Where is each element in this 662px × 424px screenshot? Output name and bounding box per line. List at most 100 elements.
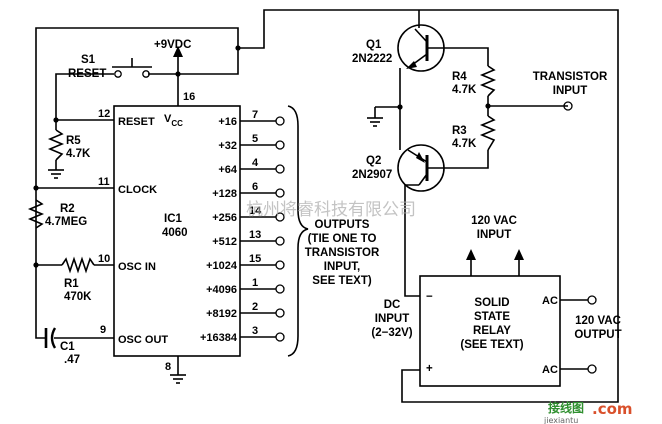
ic-output-name: +4096 <box>206 284 237 296</box>
ic-output-name: +1024 <box>206 260 238 272</box>
output-terminal <box>275 212 285 222</box>
svg-text:STATE: STATE <box>474 311 510 323</box>
output-terminal <box>275 116 285 126</box>
ic-pin-number: 7 <box>252 109 258 121</box>
svg-text:INPUT,: INPUT, <box>324 261 360 273</box>
svg-text:SEE TEXT): SEE TEXT) <box>312 275 372 287</box>
ground-symbol-r5 <box>48 169 64 179</box>
transistor-q1 <box>397 24 445 72</box>
supply-label: +9VDC <box>154 39 191 51</box>
output-terminal <box>275 284 285 294</box>
junction-dots <box>33 45 491 268</box>
ac-input-label: 120 VAC <box>471 215 517 227</box>
ic-output-name: +64 <box>218 164 238 176</box>
dc-input-label: DC <box>384 299 401 311</box>
ic-output-name: +512 <box>212 236 237 248</box>
ac-output-label: OUTPUT <box>574 329 621 341</box>
svg-text:接线图: 接线图 <box>548 400 584 415</box>
ic-pin-name: RESET <box>118 116 155 128</box>
relay-ac-terminal-label: AC <box>542 364 558 376</box>
svg-text:TRANSISTOR: TRANSISTOR <box>305 247 380 259</box>
ic-pin-number: 10 <box>98 253 110 265</box>
dc-input-label: INPUT <box>375 313 410 325</box>
ic-pin-number: 15 <box>249 253 261 265</box>
svg-text:.com: .com <box>592 400 633 418</box>
svg-text:jiexiantu: jiexiantu <box>543 416 578 424</box>
ic-pin-number: 1 <box>252 277 258 289</box>
ic-pin-number: 11 <box>98 176 110 188</box>
svg-text:OUTPUTS: OUTPUTS <box>315 219 370 231</box>
ground-symbol-transistors <box>367 117 383 127</box>
ic-pin-number: 2 <box>252 301 258 313</box>
ic-output-name: +16384 <box>200 332 238 344</box>
transistor-q2 <box>397 144 445 192</box>
ic-output-name: +256 <box>212 212 237 224</box>
ic-pin-number: 13 <box>249 229 261 241</box>
switch-ref: S1 <box>81 54 96 66</box>
r2-ref: R2 <box>60 203 75 215</box>
ic-pin-number: 9 <box>100 324 106 336</box>
ic1-chip <box>113 105 241 357</box>
q1-ref: Q1 <box>366 39 382 51</box>
transistor-input-label: TRANSISTOR <box>533 71 608 83</box>
c1-ref: C1 <box>60 341 75 353</box>
r3-ref: R3 <box>452 125 467 137</box>
resistor-r4 <box>479 65 497 97</box>
transistor-input-terminal <box>563 101 573 111</box>
ic-output-name: +128 <box>212 188 237 200</box>
output-terminal <box>275 140 285 150</box>
q2-part: 2N2907 <box>352 169 392 181</box>
svg-text:RELAY: RELAY <box>473 325 511 337</box>
reset-switch <box>112 58 152 78</box>
ic-ref: IC1 <box>164 213 183 225</box>
output-terminal <box>275 332 285 342</box>
relay-plus: + <box>426 363 433 375</box>
output-terminal <box>275 164 285 174</box>
svg-text:(SEE TEXT): (SEE TEXT) <box>460 339 523 351</box>
ic-pin-name: CLOCK <box>118 184 157 196</box>
relay-ac-terminal-label: AC <box>542 295 558 307</box>
svg-text:(TIE ONE TO: (TIE ONE TO <box>308 233 377 245</box>
output-terminal <box>275 308 285 318</box>
q1-part: 2N2222 <box>352 53 392 65</box>
output-terminal <box>275 236 285 246</box>
r4-value: 4.7K <box>452 84 477 96</box>
output-terminal <box>275 260 285 270</box>
resistor-r5 <box>47 129 65 161</box>
ic-pin-name: OSC IN <box>118 261 156 273</box>
ic-part: 4060 <box>162 227 188 239</box>
transistor-input-label: INPUT <box>553 85 588 97</box>
switch-name: RESET <box>68 68 106 80</box>
ic-pin-number: 12 <box>98 108 110 120</box>
ac-output-terminal <box>587 364 597 374</box>
ic-pin-number: 4 <box>252 157 259 169</box>
output-terminal <box>275 188 285 198</box>
ic-output-pins <box>240 116 285 342</box>
ac-output-label: 120 VAC <box>575 315 621 327</box>
ic-pin-number: 5 <box>252 133 258 145</box>
r1-value: 470K <box>64 291 92 303</box>
ic-output-labels: 7 +16 5 +32 4 +64 6 +128 14 +256 13 +512… <box>200 109 262 344</box>
outputs-note: OUTPUTS (TIE ONE TO TRANSISTOR INPUT, SE… <box>305 219 380 287</box>
r3-value: 4.7K <box>452 138 477 150</box>
ic-top-pin-number: 16 <box>183 91 195 103</box>
resistor-r2 <box>27 199 45 229</box>
r1-ref: R1 <box>64 278 79 290</box>
ac-input-label: INPUT <box>477 229 512 241</box>
ic-output-name: +32 <box>218 140 237 152</box>
ac-output-terminal <box>587 295 597 305</box>
svg-text:SOLID: SOLID <box>474 297 509 309</box>
ic-pin-name: OSC OUT <box>118 334 168 346</box>
c1-value: .47 <box>64 354 80 366</box>
ic-vcc-label: VCC <box>164 113 183 128</box>
q2-ref: Q2 <box>366 155 381 167</box>
relay-minus: − <box>426 291 433 303</box>
r4-ref: R4 <box>452 71 467 83</box>
watermark-text: 杭州将睿科技有限公司 <box>246 200 416 220</box>
ic-pin-number: 14 <box>249 205 262 217</box>
ic-pin-number: 6 <box>252 181 258 193</box>
relay-label: SOLID STATE RELAY (SEE TEXT) <box>460 297 523 351</box>
ic-output-name: +8192 <box>206 308 237 320</box>
r2-value: 4.7MEG <box>45 216 87 228</box>
